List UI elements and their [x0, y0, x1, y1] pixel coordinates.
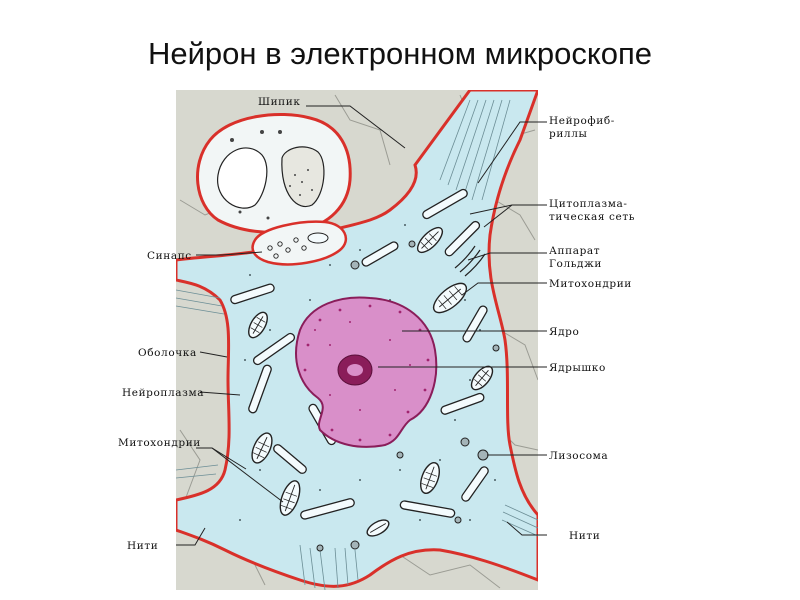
label-golgi-line2: Гольджи	[549, 258, 602, 270]
label-er-line1: Цитоплазма-	[549, 198, 628, 210]
label-neurofibrils-line2: риллы	[549, 128, 587, 140]
mitochondria	[248, 226, 494, 537]
golgi-apparatus	[454, 245, 486, 277]
micrograph-panel	[176, 90, 538, 590]
synaptic-vesicles	[267, 237, 307, 259]
leader-lines	[176, 105, 547, 546]
label-golgi-line1: Аппарат	[549, 245, 600, 257]
label-lysosome: Лизосома	[549, 450, 608, 462]
label-neurofibrils-line1: Нейрофиб-	[549, 115, 615, 127]
cytoplasmic-reticulum	[230, 188, 489, 520]
lysosomes	[316, 240, 500, 552]
label-nucleolus: Ядрышко	[549, 362, 606, 374]
label-filaments-left: Нити	[127, 540, 158, 552]
spine-vesicles	[230, 130, 313, 220]
label-neuroplasm: Нейроплазма	[122, 387, 204, 399]
label-spine: Шипик	[258, 96, 301, 108]
label-synapse: Синапс	[147, 250, 192, 262]
label-er-line2: тическая сеть	[549, 211, 635, 223]
nucleus	[295, 296, 438, 448]
cytoplasm-granules	[239, 224, 496, 531]
slide-title: Нейрон в электронном микроскопе	[147, 36, 653, 71]
label-mitochondria-left: Митохондрии	[118, 437, 201, 449]
neurofibrils	[176, 99, 538, 590]
label-mitochondria-right: Митохондрии	[549, 278, 632, 290]
label-nucleus: Ядро	[549, 326, 579, 338]
chromatin	[303, 304, 430, 442]
label-filaments-right: Нити	[569, 530, 600, 542]
label-membrane: Оболочка	[138, 347, 197, 359]
